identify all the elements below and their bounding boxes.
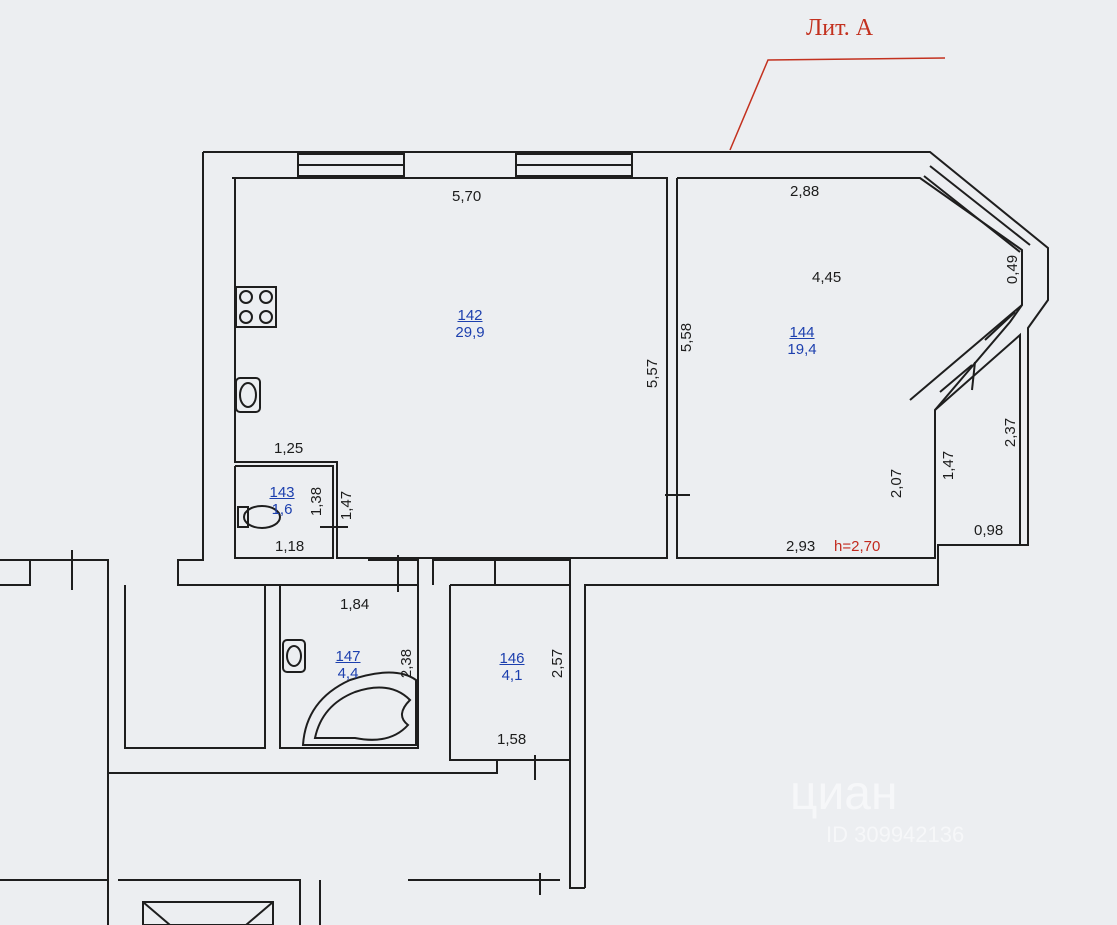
- balcony-wall: [934, 332, 1021, 546]
- dim-label: 2,88: [790, 183, 820, 200]
- room-143-number: 143: [269, 484, 295, 501]
- dim-label: 1,18: [275, 538, 305, 555]
- dim-label: 2,07: [888, 468, 906, 499]
- corridor-room: [124, 585, 266, 749]
- lower-walls: [0, 559, 585, 889]
- bathtub: [301, 671, 417, 746]
- title-leader-line: [729, 57, 946, 151]
- inner-wall-kitchen: [232, 177, 668, 559]
- ceiling-height: h=2,70: [834, 538, 881, 555]
- dim-label: 5,57: [644, 358, 662, 389]
- room-144-number: 144: [789, 324, 815, 341]
- watermark-id: ID 309942136: [826, 822, 965, 847]
- room-144-label: 144 19,4: [782, 324, 822, 358]
- room-144-area: 19,4: [787, 341, 817, 358]
- room-144-wall: [676, 177, 1023, 559]
- dim-label: 2,93: [786, 538, 816, 555]
- dim-label: 5,58: [678, 322, 696, 353]
- dim-label: 0,98: [974, 522, 1004, 539]
- room-147-area: 4,4: [337, 665, 359, 682]
- dim-label: 1,38: [308, 486, 326, 517]
- dim-label: 4,45: [812, 269, 842, 286]
- plan-title: Лит. А: [806, 15, 874, 41]
- dim-label: 2,37: [1002, 417, 1020, 448]
- room-146-number: 146: [499, 650, 525, 667]
- toilet: [243, 505, 281, 529]
- dim-label: 1,47: [338, 490, 356, 521]
- room-142-number: 142: [457, 307, 483, 324]
- wc-143: [234, 465, 334, 559]
- dim-label: 1,58: [497, 731, 527, 748]
- dim-label: 2,57: [549, 648, 567, 679]
- stove: [235, 286, 277, 328]
- dim-label: 2,38: [398, 648, 416, 679]
- watermark-brand: циан: [790, 767, 898, 820]
- bath-147: [279, 584, 419, 749]
- outer-wall-left: [177, 152, 368, 586]
- room-147-label: 147 4,4: [328, 648, 368, 682]
- room-146: [449, 584, 571, 761]
- stair-shaft: [142, 901, 274, 925]
- bay-inner: [909, 304, 1023, 401]
- dim-label: 5,70: [452, 188, 482, 205]
- window-4: [984, 311, 1016, 341]
- room-142-label: 142 29,9: [450, 307, 490, 341]
- dim-label: 1,47: [940, 450, 958, 481]
- dim-label: 0,49: [1004, 254, 1022, 285]
- outer-wall: [203, 151, 1049, 888]
- window-3: [929, 165, 1031, 246]
- room-142-area: 29,9: [455, 324, 485, 341]
- bath-sink: [282, 639, 306, 673]
- dim-label: 1,25: [274, 440, 304, 457]
- room-143-label: 143 1,6: [262, 484, 302, 518]
- room-147-number: 147: [335, 648, 361, 665]
- room-146-area: 4,1: [501, 667, 523, 684]
- dim-label: 1,84: [340, 596, 370, 613]
- room-143-area: 1,6: [271, 501, 293, 518]
- room-146-label: 146 4,1: [492, 650, 532, 684]
- kitchen-sink: [235, 377, 261, 413]
